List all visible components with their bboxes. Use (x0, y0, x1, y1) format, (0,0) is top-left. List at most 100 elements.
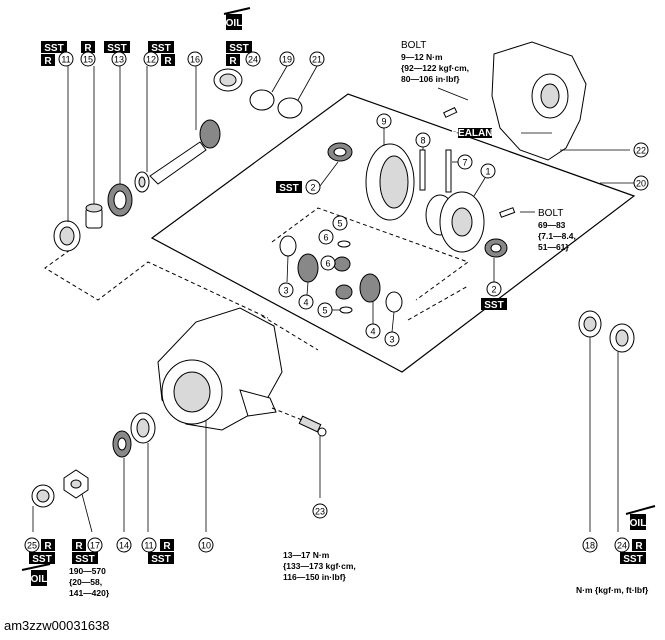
thrust-washer-3-right (385, 291, 403, 313)
callout-11-top: 11 (58, 51, 74, 67)
callout-8: 8 (415, 132, 431, 148)
svg-text:2: 2 (491, 285, 496, 295)
svg-text:16: 16 (190, 55, 200, 65)
svg-text:3: 3 (283, 286, 288, 296)
svg-text:9: 9 (381, 117, 386, 127)
shim-18 (578, 310, 602, 338)
badge-sst-25: SST (29, 552, 55, 565)
badge-sst-13: SST (104, 41, 130, 54)
bolt-label-right: BOLT (538, 208, 563, 219)
svg-text:R: R (229, 56, 237, 67)
units-note: N·m {kgf·m, ft·lbf} (576, 585, 649, 595)
svg-text:8: 8 (420, 136, 425, 146)
callout-4-right: 4 (365, 323, 381, 339)
svg-text:OIL: OIL (226, 18, 243, 29)
item17-torque-ftlbf: 141—420} (69, 588, 110, 598)
sensor-23 (298, 415, 327, 437)
svg-text:23: 23 (315, 507, 325, 517)
svg-text:R: R (635, 541, 643, 552)
svg-text:11: 11 (61, 55, 70, 65)
bolt-top (443, 106, 458, 118)
dashed-guide-right (407, 285, 469, 321)
pinion-washer-5-top (337, 240, 351, 248)
callout-21: 21 (309, 51, 325, 67)
carrier-housing-10 (157, 307, 283, 431)
drive-pinion-16 (149, 119, 221, 185)
badge-sst-11: SST (41, 41, 67, 54)
differential-frame (150, 93, 636, 373)
differential-case-1 (425, 191, 485, 253)
badge-r-11: R (41, 54, 55, 67)
side-gear-4-left (297, 253, 319, 283)
callout-2-left: 2 (305, 179, 321, 195)
callout-24-right: 24 (614, 537, 630, 553)
callout-13: 13 (111, 51, 127, 67)
side-bearing-2-left (327, 142, 353, 162)
svg-text:R: R (163, 541, 171, 552)
svg-text:10: 10 (201, 541, 211, 551)
svg-text:R: R (44, 541, 52, 552)
badge-sst-2-left: SST (276, 181, 302, 194)
svg-text:SST: SST (229, 43, 248, 54)
callout-15: 15 (80, 51, 96, 67)
svg-text:1: 1 (485, 167, 490, 177)
locknut-17 (63, 469, 89, 499)
svg-text:12: 12 (146, 55, 156, 65)
badge-r-24-right: R (632, 539, 646, 552)
callout-6-bottom: 6 (320, 255, 336, 271)
item17-torque-nm: 190—570 (69, 566, 106, 576)
badge-sst-2-right: SST (481, 298, 507, 311)
callout-22: 22 (633, 142, 649, 158)
bearing-outer-race-11 (130, 412, 156, 444)
svg-text:SST: SST (151, 554, 170, 565)
bolt-right-torque-kgfm: {7.1—8.4, (538, 231, 576, 241)
svg-text:SST: SST (623, 554, 642, 565)
callout-3-left: 3 (278, 282, 294, 298)
pinion-washer-5-bottom (339, 306, 353, 314)
callout-18: 18 (582, 537, 598, 553)
dashed-guide-left (44, 249, 269, 319)
svg-text:SST: SST (75, 554, 94, 565)
bolt-right-torque-ftlbf: 51—61} (538, 242, 569, 252)
badge-sst-12: SST (148, 41, 174, 54)
thrust-washer-3-left (279, 235, 297, 257)
bearing-14 (112, 430, 132, 458)
badge-sst-24-top: SST (226, 41, 252, 54)
svg-text:7: 7 (462, 158, 467, 168)
sealant-label: SEALANT (451, 128, 499, 139)
badge-sst-17: SST (72, 552, 98, 565)
svg-text:15: 15 (83, 55, 93, 65)
bolt-top-torque-inlbf: 80—106 in·lbf} (401, 74, 460, 84)
callout-24-top: 24 (245, 51, 261, 67)
callout-23: 23 (312, 503, 328, 519)
callout-10: 10 (198, 537, 214, 553)
badge-sst-11-bottom: SST (148, 552, 174, 565)
pinion-shaft-7 (445, 149, 452, 193)
oil-can-icon-bottom: OIL (21, 563, 51, 586)
svg-text:25: 25 (27, 541, 37, 551)
pin-8 (419, 149, 426, 191)
dashed-guide-inner (271, 207, 470, 301)
callout-3-right: 3 (384, 331, 400, 347)
svg-text:17: 17 (90, 541, 100, 551)
svg-text:SST: SST (32, 554, 51, 565)
svg-text:14: 14 (119, 541, 129, 551)
badge-sst-24-right: SST (620, 552, 646, 565)
svg-text:20: 20 (636, 179, 646, 189)
callout-19: 19 (279, 51, 295, 67)
svg-text:R: R (75, 541, 83, 552)
callout-5-top: 5 (332, 215, 348, 231)
callout-17: 17 (87, 537, 103, 553)
bolt-right-torque-nm: 69—83 (538, 220, 566, 230)
item17-torque-kgfm: {20—58, (69, 577, 102, 587)
svg-text:13: 13 (114, 55, 124, 65)
svg-text:SEALANT: SEALANT (451, 128, 498, 139)
callout-20: 20 (633, 175, 649, 191)
callout-16: 16 (187, 51, 203, 67)
callout-7: 7 (457, 154, 473, 170)
badge-r-15: R (81, 41, 95, 54)
badge-r-24-top: R (226, 54, 240, 67)
bearing-13 (107, 183, 133, 217)
callout-6-top: 6 (318, 229, 334, 245)
